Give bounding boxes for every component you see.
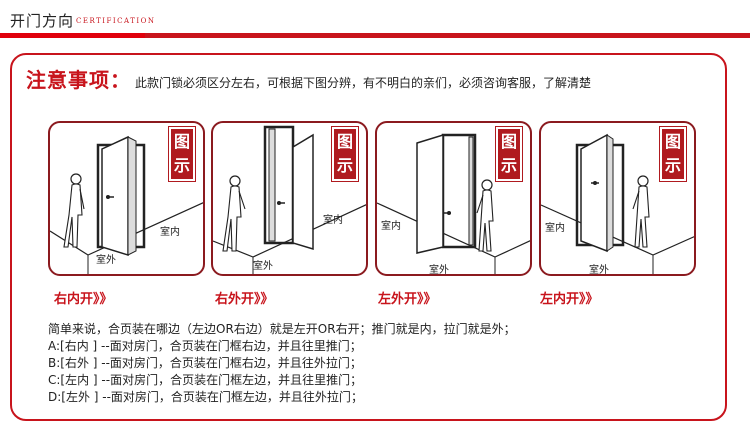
label-outside: 室外: [253, 261, 273, 272]
door-panel-right-outward: 图 示 室内 室外: [211, 121, 368, 276]
door-panel-left-inward: 图 示 室内 室外: [539, 121, 696, 276]
diagram-tag: 图 示: [659, 126, 687, 182]
explanation-line-c: C:[左内 ] --面对房门，合页装在门框左边，并且往里推门；: [48, 373, 363, 387]
tag-line2: 示: [500, 156, 517, 175]
tag-line1: 图: [336, 132, 353, 151]
label-inside: 室内: [381, 221, 401, 232]
caption-left-outward: 左外开》》: [378, 292, 437, 307]
explanation: 简单来说，合页装在哪边（左边OR右边）就是左开OR右开；推门就是内，拉门就是外；…: [48, 321, 516, 406]
door-illustration: [541, 133, 694, 274]
label-inside: 室内: [545, 223, 565, 234]
header-divider: [0, 33, 750, 38]
explanation-line-a: A:[右内 ] --面对房门，合页装在门框右边，并且往里推门；: [48, 339, 362, 353]
door-panel-left-outward: 图 示 室内 室外: [375, 121, 532, 276]
label-outside: 室外: [429, 265, 449, 276]
door-illustration: [50, 135, 203, 274]
tag-line1: 图: [500, 132, 517, 151]
tag-line2: 示: [664, 156, 681, 175]
explanation-intro: 简单来说，合页装在哪边（左边OR右边）就是左开OR右开；推门就是内，拉门就是外；: [48, 322, 516, 336]
diagram-tag: 图 示: [168, 126, 196, 182]
label-outside: 室外: [96, 255, 116, 266]
caption-right-inward: 右内开》》: [54, 292, 113, 307]
tag-line1: 图: [664, 132, 681, 151]
caption-right-outward: 右外开》》: [215, 292, 274, 307]
page-header: 开门方向 CERTIFICATION: [0, 0, 750, 40]
notice: 注意事项： 此款门锁必须区分左右，可根据下图分辨，有不明白的亲们，必须咨询客服，…: [26, 64, 591, 93]
door-panel-right-inward: 图 示 室内 室外: [48, 121, 205, 276]
header-title: 开门方向: [10, 12, 75, 30]
door-illustration: [377, 133, 530, 274]
label-outside: 室外: [589, 265, 609, 276]
explanation-line-d: D:[左外 ] --面对房门，合页装在门框左边，并且往外拉门；: [48, 390, 363, 404]
explanation-line-b: B:[右外 ] --面对房门，合页装在门框右边，并且往外拉门；: [48, 356, 362, 370]
diagram-tag: 图 示: [495, 126, 523, 182]
diagram-tag: 图 示: [331, 126, 359, 182]
notice-title: 注意事项：: [26, 68, 131, 92]
header-subtitle: CERTIFICATION: [76, 17, 156, 25]
label-inside: 室内: [160, 227, 180, 238]
tag-line2: 示: [173, 156, 190, 175]
door-illustration: [213, 125, 366, 274]
tag-line2: 示: [336, 156, 353, 175]
tag-line1: 图: [173, 132, 190, 151]
label-inside: 室内: [323, 215, 343, 226]
notice-text: 此款门锁必须区分左右，可根据下图分辨，有不明白的亲们，必须咨询客服，了解清楚: [135, 76, 592, 90]
caption-left-inward: 左内开》》: [540, 292, 599, 307]
